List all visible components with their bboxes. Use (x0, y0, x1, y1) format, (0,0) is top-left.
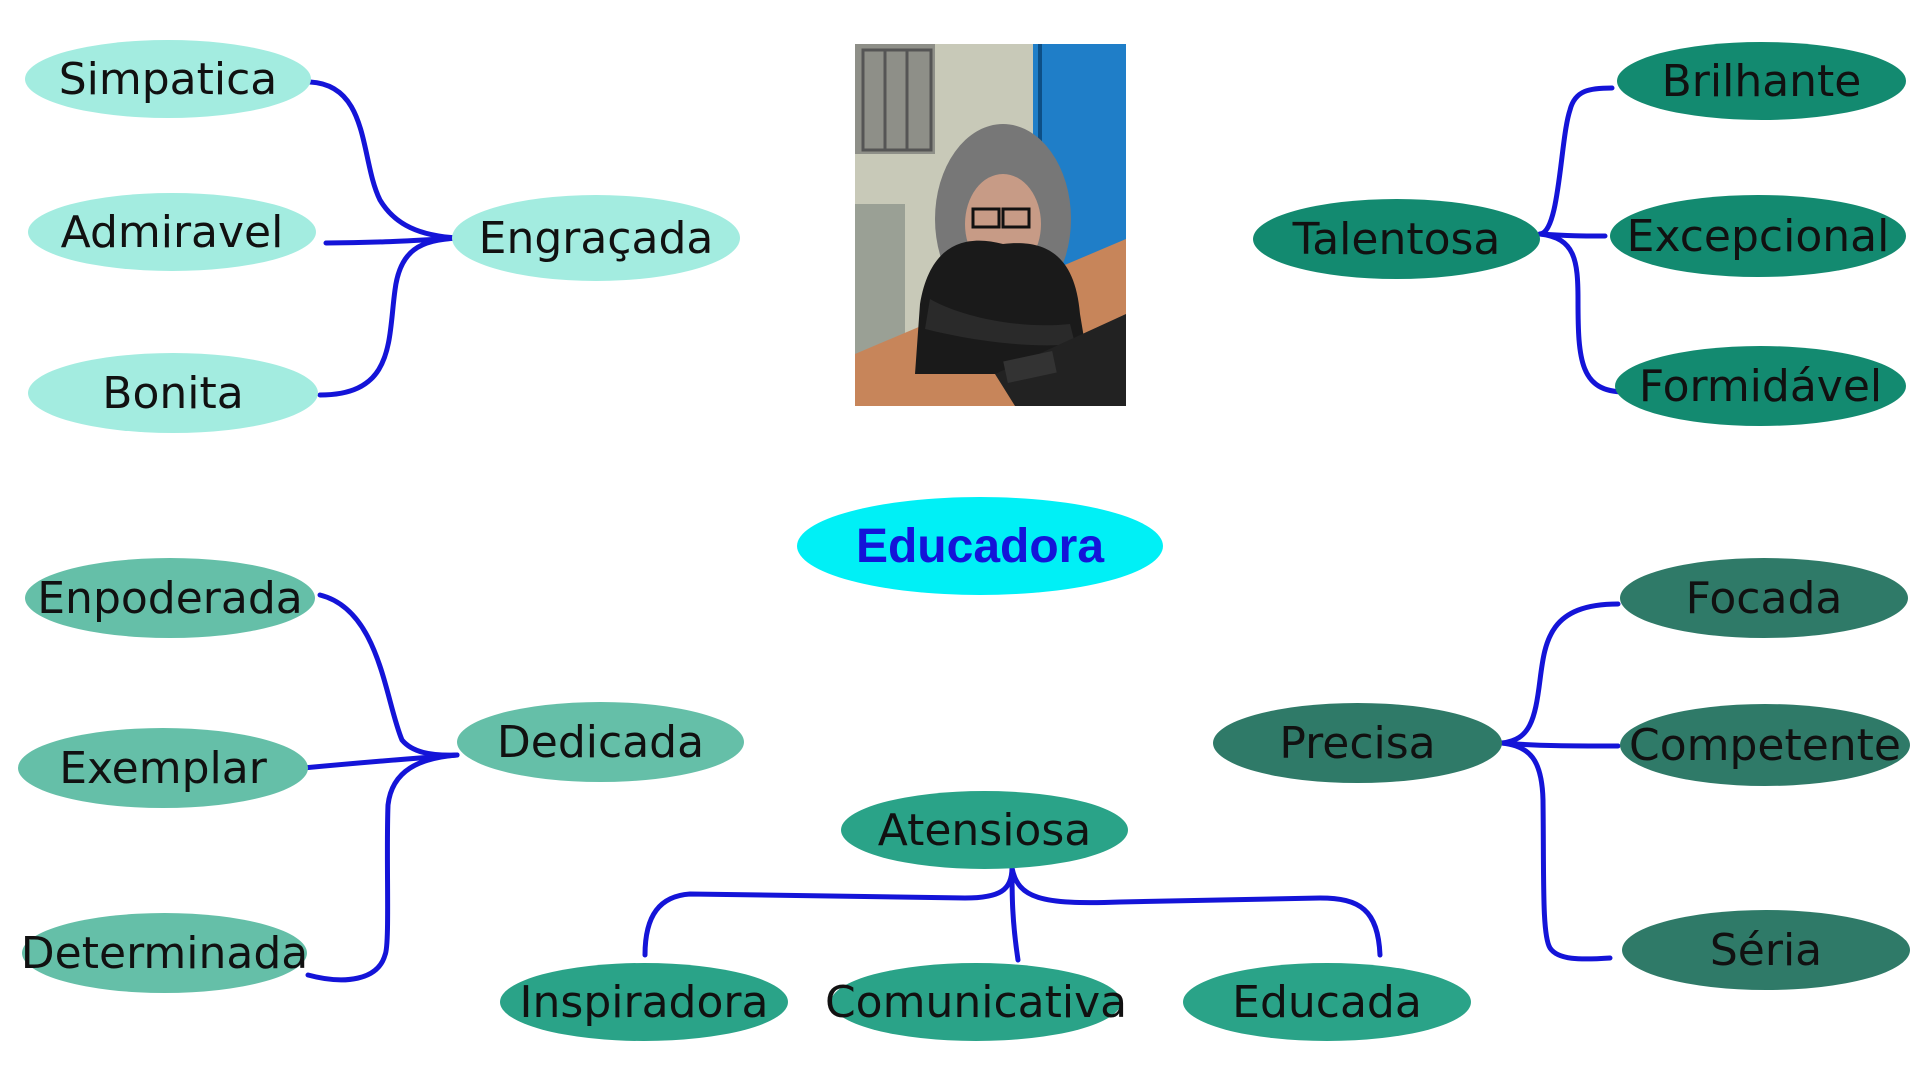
connector-precisa-seria (1499, 740, 1613, 962)
leaf-node-bonita: Bonita (28, 353, 318, 433)
leaf-node-comunicativa: Comunicativa (825, 963, 1127, 1041)
leaf-node-seria: Séria (1622, 910, 1910, 990)
hub-label: Atensiosa (877, 804, 1092, 856)
leaf-label: Competente (1628, 719, 1902, 771)
leaf-label: Comunicativa (824, 976, 1128, 1028)
portrait-photo-icon (855, 44, 1126, 406)
central-label: Educadora (855, 519, 1105, 573)
hub-label: Precisa (1279, 717, 1436, 769)
leaf-node-formidavel: Formidável (1615, 346, 1906, 426)
leaf-label: Admiravel (60, 206, 284, 258)
leaf-node-educada: Educada (1183, 963, 1471, 1041)
leaf-node-admiravel: Admiravel (28, 193, 316, 271)
leaf-label: Focada (1685, 572, 1843, 624)
connector-engracada-simpatica (307, 79, 461, 241)
hub-node-atensiosa: Atensiosa (841, 791, 1128, 869)
connector-dedicada-determinada (305, 752, 460, 983)
connector-talentosa-excepcional (1537, 231, 1608, 239)
connector-engracada-bonita (317, 235, 461, 398)
leaf-label: Excepcional (1626, 210, 1890, 262)
hub-node-precisa: Precisa (1213, 703, 1502, 783)
central-node: Educadora (797, 497, 1163, 595)
connector-engracada-admiravel (323, 235, 461, 246)
leaf-node-focada: Focada (1620, 558, 1908, 638)
leaf-node-enpoderada: Enpoderada (25, 558, 315, 638)
connector-atensiosa-comunicativa (1009, 865, 1021, 963)
leaf-label: Simpatica (58, 53, 278, 105)
leaf-node-excepcional: Excepcional (1610, 195, 1906, 277)
hub-label: Talentosa (1292, 213, 1501, 265)
hub-label: Dedicada (496, 716, 705, 768)
connector-dedicada-exemplar (300, 752, 460, 771)
leaf-node-exemplar: Exemplar (18, 728, 308, 808)
connector-precisa-competente (1499, 740, 1621, 749)
leaf-label: Brilhante (1661, 55, 1862, 107)
leaf-label: Enpoderada (37, 572, 303, 624)
connector-atensiosa-educada (1009, 865, 1383, 958)
leaf-node-brilhante: Brilhante (1617, 42, 1906, 120)
connector-precisa-focada (1499, 601, 1621, 746)
hub-label: Engraçada (478, 212, 714, 264)
leaf-label: Inspiradora (519, 976, 769, 1028)
leaf-label: Bonita (102, 367, 244, 419)
connector-dedicada-enpoderada (317, 592, 460, 758)
leaf-label: Determinada (20, 927, 309, 979)
leaf-label: Séria (1709, 924, 1823, 976)
connector-talentosa-brilhante (1537, 85, 1615, 237)
connector-talentosa-formidavel (1537, 231, 1628, 395)
hub-node-engracada: Engraçada (452, 195, 740, 281)
leaf-label: Formidável (1638, 360, 1883, 412)
portrait-photo (855, 44, 1126, 406)
leaf-label: Educada (1232, 976, 1422, 1028)
leaf-label: Exemplar (59, 742, 267, 794)
hub-node-dedicada: Dedicada (457, 702, 744, 782)
leaf-node-competente: Competente (1620, 704, 1910, 786)
leaf-node-inspiradora: Inspiradora (500, 963, 788, 1041)
leaf-node-determinada: Determinada (20, 913, 309, 993)
connector-atensiosa-inspiradora (642, 865, 1015, 958)
hub-node-talentosa: Talentosa (1253, 199, 1540, 279)
leaf-node-simpatica: Simpatica (25, 40, 311, 118)
